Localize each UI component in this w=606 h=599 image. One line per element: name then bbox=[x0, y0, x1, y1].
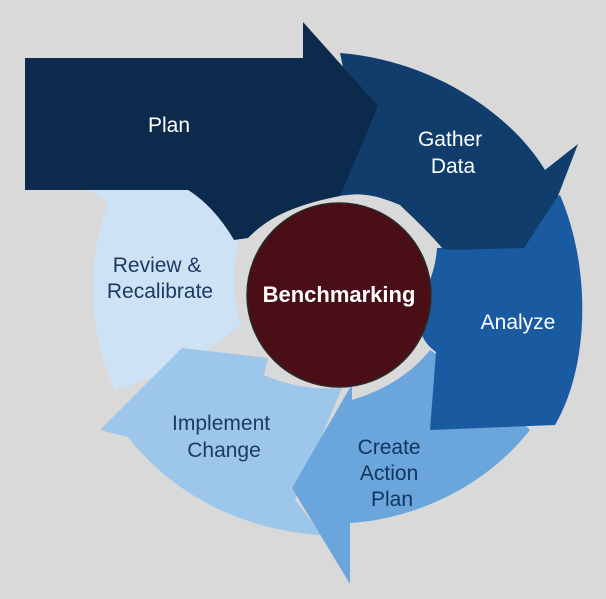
label-create-action-plan-line-2: Action bbox=[360, 462, 418, 485]
label-analyze: Analyze bbox=[481, 311, 556, 334]
label-review-recalibrate: Review & Recalibrate bbox=[107, 254, 213, 303]
arrow-review-recalibrate bbox=[78, 183, 241, 390]
label-implement-change-line-1: Implement bbox=[172, 412, 270, 435]
center-label: Benchmarking bbox=[263, 282, 416, 307]
label-plan: Plan bbox=[148, 114, 190, 137]
label-implement-change: Implement Change bbox=[172, 412, 276, 462]
label-implement-change-line-2: Change bbox=[187, 439, 261, 462]
arrow-gather-data bbox=[338, 53, 578, 250]
arrow-analyze bbox=[418, 195, 583, 430]
arrow-plan bbox=[25, 22, 378, 240]
label-gather-data: Gather Data bbox=[418, 128, 488, 178]
label-gather-data-line-1: Gather bbox=[418, 128, 482, 151]
label-gather-data-line-2: Data bbox=[431, 155, 476, 178]
label-create-action-plan-line-3: Plan bbox=[371, 488, 413, 511]
arrow-implement-change bbox=[100, 348, 342, 535]
label-create-action-plan: Create Action Plan bbox=[358, 436, 427, 511]
label-review-recalibrate-line-2: Recalibrate bbox=[107, 280, 213, 303]
label-create-action-plan-line-1: Create bbox=[358, 436, 421, 459]
label-review-recalibrate-line-1: Review & bbox=[113, 254, 202, 277]
center-circle bbox=[246, 202, 432, 388]
